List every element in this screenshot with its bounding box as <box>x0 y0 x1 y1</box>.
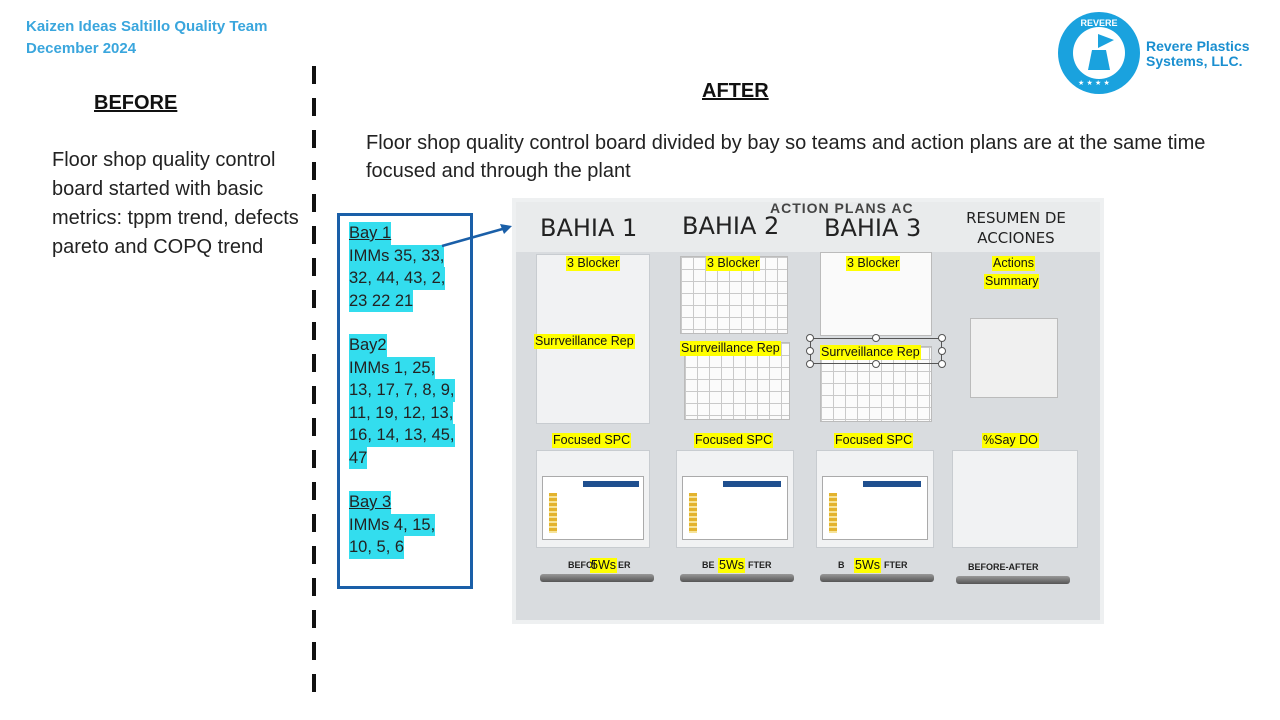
summary-title-line1: RESUMEN DE <box>966 209 1066 227</box>
company-name-line1: Revere Plastics <box>1146 38 1250 54</box>
resize-handle[interactable] <box>938 334 946 342</box>
tag-say-do: %Say DO <box>982 433 1039 448</box>
board-frame <box>512 198 1104 624</box>
quality-board-photo: ACTION PLANS AC BAHIA 1 BAHIA 2 BAHIA 3 … <box>512 198 1104 624</box>
bay-group-3: Bay 3 IMMs 4, 15, 10, 5, 6 <box>349 491 470 559</box>
revere-seal-icon: REVERE ★ ★ ★ ★ <box>1058 12 1140 94</box>
binder-label-1-suffix: ER <box>618 560 631 570</box>
binder-rail <box>820 574 934 582</box>
binder-rail <box>680 574 794 582</box>
board-banner: ACTION PLANS AC <box>770 200 914 216</box>
bay-line: 32, 44, 43, 2, <box>349 267 446 290</box>
tag-actions-summary-2: Summary <box>984 274 1040 289</box>
tag-blocker-3: 3 Blocker <box>846 256 901 271</box>
summary-sheet <box>970 318 1058 398</box>
spc-sheet <box>682 476 788 540</box>
report-date: December 2024 <box>26 40 137 57</box>
binder-label-2: BE <box>702 560 715 570</box>
tag-blocker-1: 3 Blocker <box>566 256 621 271</box>
tag-surveillance-3: Surrveillance Rep <box>820 345 921 360</box>
team-name: Kaizen Ideas Saltillo Quality Team <box>26 18 268 35</box>
before-description: Floor shop quality control board started… <box>52 149 299 258</box>
tag-surveillance-1: Surrveillance Rep <box>534 334 635 349</box>
tag-spc-1: Focused SPC <box>552 433 632 448</box>
bay-line: 10, 5, 6 <box>349 536 405 559</box>
tag-surveillance-2: Surrveillance Rep <box>680 341 781 356</box>
tag-blocker-2: 3 Blocker <box>706 256 761 271</box>
tag-5ws-3: 5Ws <box>854 558 881 573</box>
tag-actions-summary-1: Actions <box>992 256 1035 271</box>
seal-ring-text: REVERE <box>1080 18 1117 28</box>
sleeve <box>952 450 1078 548</box>
binder-label-1: BEFOI <box>568 560 596 570</box>
bay-group-1: Bay 1 IMMs 35, 33, 32, 44, 43, 2, 23 22 … <box>349 222 470 312</box>
bay-line: 23 22 21 <box>349 289 414 312</box>
resize-handle[interactable] <box>806 334 814 342</box>
bay-title: Bay 1 <box>349 222 392 245</box>
binder-rail <box>956 576 1070 584</box>
bay-title: Bay 3 <box>349 491 392 514</box>
bay-line: 11, 19, 12, 13, <box>349 401 454 424</box>
resize-handle[interactable] <box>872 334 880 342</box>
tag-5ws-1: 5Ws <box>590 558 617 573</box>
spc-sheet <box>822 476 928 540</box>
chart-sheet <box>680 256 788 334</box>
before-heading: BEFORE <box>94 92 178 114</box>
bay-line: IMMs 4, 15, <box>349 513 436 536</box>
company-name: Revere Plastics Systems, LLC. <box>1146 39 1250 69</box>
bay-line: IMMs 1, 25, <box>349 356 436 379</box>
after-heading: AFTER <box>702 80 769 102</box>
team-title: Kaizen Ideas Saltillo Quality Team Decem… <box>26 16 267 60</box>
after-description: Floor shop quality control board divided… <box>366 132 1206 182</box>
resize-handle[interactable] <box>938 360 946 368</box>
binder-label-3-suffix: FTER <box>884 560 908 570</box>
column-bahia-1: BAHIA 1 <box>540 214 638 242</box>
bay-line: 16, 14, 13, 45, <box>349 424 455 447</box>
summary-column-title: RESUMEN DE ACCIONES <box>956 208 1076 248</box>
resize-handle[interactable] <box>806 347 814 355</box>
bay-line: IMMs 35, 33, <box>349 244 445 267</box>
resize-handle[interactable] <box>938 347 946 355</box>
column-bahia-2: BAHIA 2 <box>682 212 780 240</box>
binder-label-2-suffix: FTER <box>748 560 772 570</box>
company-name-line2: Systems, LLC. <box>1146 53 1243 69</box>
tag-spc-2: Focused SPC <box>694 433 774 448</box>
column-bahia-3: BAHIA 3 <box>824 214 922 242</box>
seal-graphic: REVERE ★ ★ ★ ★ <box>1073 18 1125 87</box>
bay-group-2: Bay2 IMMs 1, 25, 13, 17, 7, 8, 9, 11, 19… <box>349 334 470 469</box>
bay-line: 13, 17, 7, 8, 9, <box>349 379 455 402</box>
binder-label-4: BEFORE-AFTER <box>968 562 1039 572</box>
summary-title-line2: ACCIONES <box>977 229 1055 247</box>
board-header-strip <box>512 198 1104 252</box>
spc-sheet <box>542 476 644 540</box>
resize-handle[interactable] <box>872 360 880 368</box>
dashed-divider <box>312 66 316 698</box>
binder-rail <box>540 574 654 582</box>
tag-spc-3: Focused SPC <box>834 433 914 448</box>
svg-text:★ ★ ★ ★: ★ ★ ★ ★ <box>1078 79 1110 87</box>
binder-label-3: B <box>838 560 845 570</box>
tag-5ws-2: 5Ws <box>718 558 745 573</box>
bay-list-box: Bay 1 IMMs 35, 33, 32, 44, 43, 2, 23 22 … <box>337 213 473 589</box>
company-logo: REVERE ★ ★ ★ ★ Revere Plastics Systems, … <box>1058 12 1268 96</box>
bay-title: Bay2 <box>349 334 387 357</box>
bay-line: 47 <box>349 446 368 469</box>
arrow-icon <box>441 224 512 248</box>
resize-handle[interactable] <box>806 360 814 368</box>
